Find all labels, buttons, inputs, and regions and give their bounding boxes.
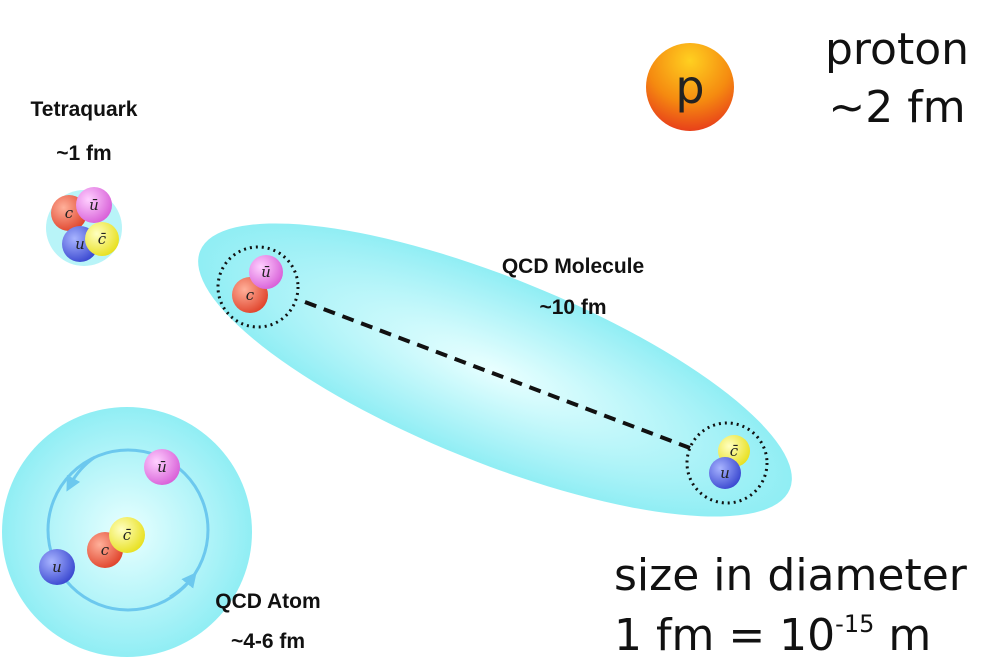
quark-label: ū [157,458,167,476]
molecule-title: QCD Molecule [502,255,644,278]
quark-u [709,457,741,489]
quark-label: c [101,541,110,559]
orbit-arrow [169,572,197,599]
quark-anti-u [249,255,283,289]
quark-label: ū [261,263,271,281]
qcd-molecule: c ū c̄ u QCD Molecule ~10 fm [198,223,792,517]
proton: p proton ~2 fm [646,24,969,133]
qcd-atom: ū u c c̄ QCD Atom ~4-6 fm [2,407,321,657]
orbit-arrow [66,455,96,492]
quark-label: ū [89,196,99,214]
orbit [46,448,210,612]
quark-label: c̄ [730,442,739,460]
molecule-size: ~10 fm [539,296,606,319]
note-line1: size in diameter [614,550,968,601]
note-prefix: 1 fm = 10 [614,610,835,660]
note-suffix: m [874,610,931,660]
quark-anti-c [85,222,119,256]
quark-label: u [720,464,730,482]
molecule-cloud [198,223,792,517]
size-note: size in diameter 1 fm = 10-15 m [614,550,968,660]
quark-label: c [246,286,255,304]
quark-anti-u [76,187,112,223]
proton-symbol: p [675,60,704,114]
quark-label: u [75,235,85,253]
atom-title: QCD Atom [215,590,320,613]
atom-size: ~4-6 fm [231,630,305,653]
quark-anti-u [144,449,180,485]
note-exponent: -15 [835,610,874,638]
quark-label: c̄ [98,230,107,248]
note-line2: 1 fm = 10-15 m [614,610,931,660]
proton-sphere [646,43,734,131]
meson-boundary [216,245,300,329]
quark-label: c [65,204,74,222]
meson-boundary [685,421,769,505]
quark-anti-c [109,517,145,553]
tetraquark-size: ~1 fm [56,142,111,165]
proton-name: proton [825,24,969,75]
tetraquark-title: Tetraquark [31,98,138,121]
quark-label: c̄ [123,526,132,544]
quark-u [39,549,75,585]
quark-label: u [52,558,62,576]
tetraquark: Tetraquark ~1 fm c ū u c̄ [31,98,138,266]
bond-dashed-line [304,300,691,450]
proton-size: ~2 fm [828,82,965,133]
